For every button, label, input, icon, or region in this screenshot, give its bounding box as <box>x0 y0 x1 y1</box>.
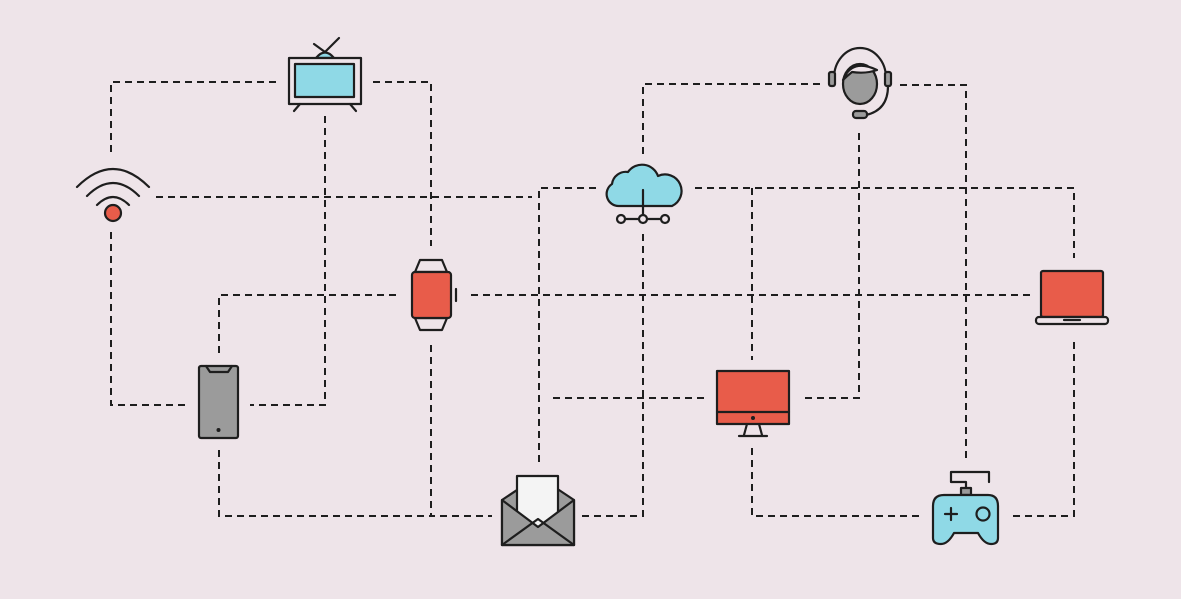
connector-tv-phone <box>250 116 326 406</box>
connectors <box>110 81 1075 517</box>
connector-headset-monitor <box>800 133 860 399</box>
connector-laptop-controller <box>1010 342 1075 517</box>
connector-phone-email <box>218 450 430 517</box>
support-headset-icon <box>827 46 893 120</box>
connector-watch-email <box>430 345 492 517</box>
connector-cloud-email-left <box>538 187 596 462</box>
cloud-network-icon <box>605 163 683 225</box>
connector-cloud-laptop <box>695 187 1075 258</box>
wifi-icon <box>75 167 151 223</box>
laptop-icon <box>1034 269 1110 326</box>
smartphone-icon <box>197 364 240 440</box>
connector-watch-phone <box>218 294 396 356</box>
connector-headset-controller <box>900 84 967 460</box>
connector-wifi-phone <box>110 232 188 406</box>
connector-wifi-tv <box>110 81 276 152</box>
game-controller-icon <box>931 470 1000 546</box>
email-envelope-icon <box>500 474 576 547</box>
smartwatch-icon <box>410 258 458 332</box>
desktop-monitor-icon <box>715 369 791 438</box>
connector-cloud-email-right <box>582 234 644 517</box>
tv-icon <box>287 36 363 113</box>
connector-monitor-controller <box>751 448 920 517</box>
